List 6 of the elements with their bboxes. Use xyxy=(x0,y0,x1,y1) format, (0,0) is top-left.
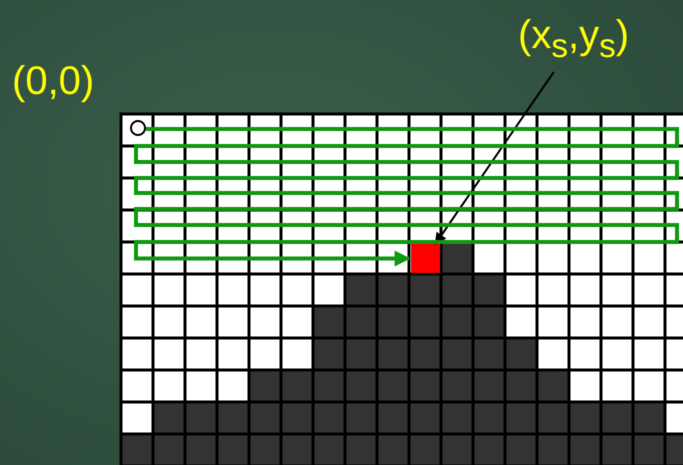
coordinate-label: (x$_{s}$,y$_{s}$) xyxy=(518,12,630,70)
scan-path-arrow xyxy=(134,127,679,266)
leader-line xyxy=(434,71,555,245)
origin-label: (0,0) xyxy=(12,58,94,104)
start-circle xyxy=(130,120,146,136)
start-pixel xyxy=(410,244,440,272)
